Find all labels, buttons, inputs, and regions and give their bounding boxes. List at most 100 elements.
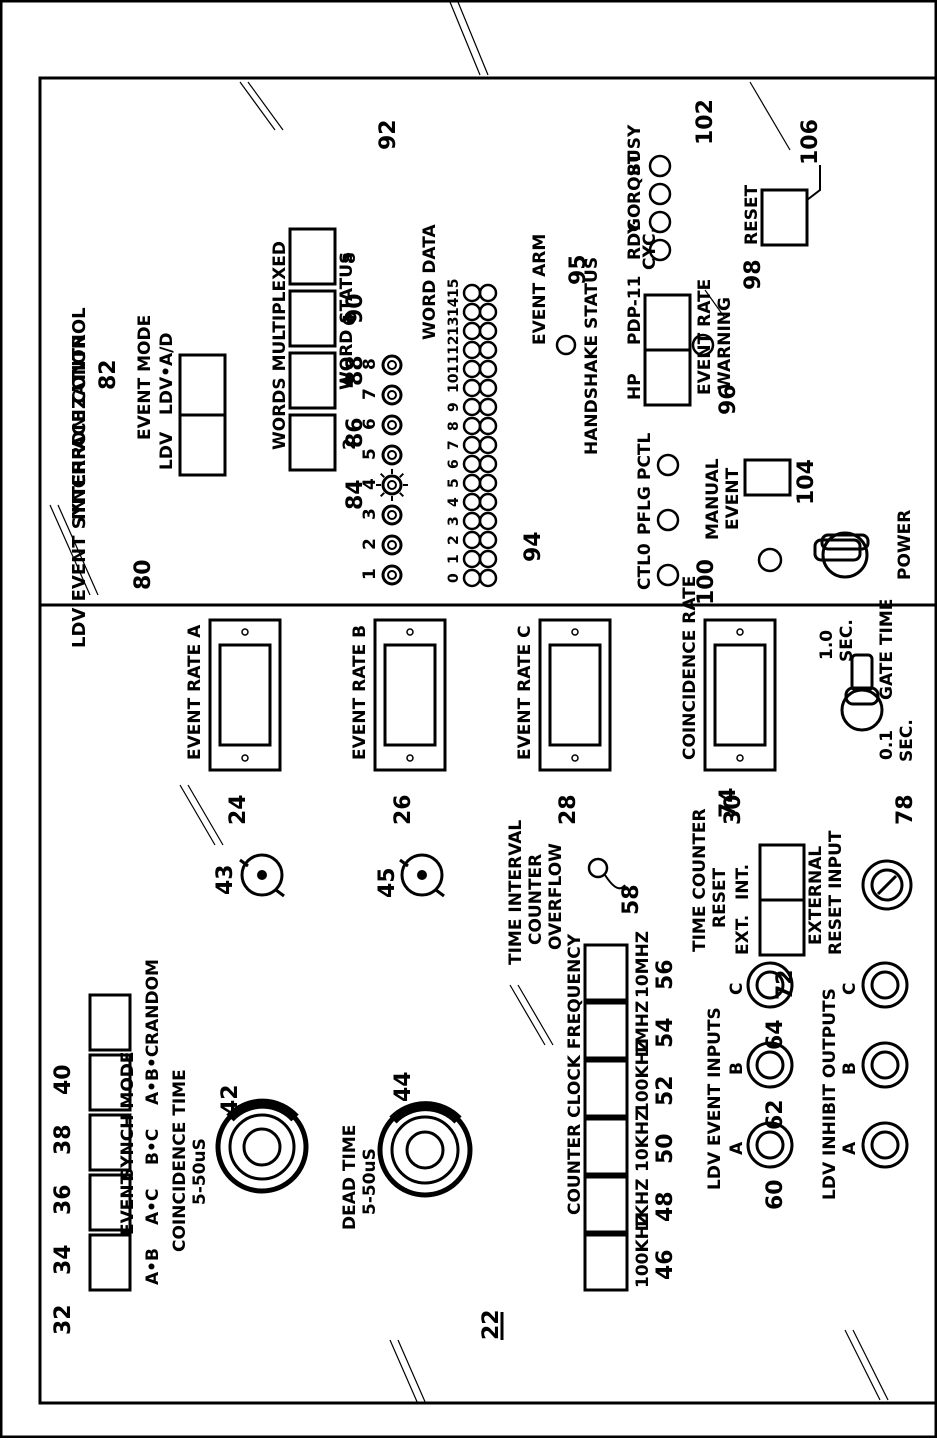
pdp-light xyxy=(648,210,672,234)
power-switch[interactable] xyxy=(813,531,870,579)
event-input-jack[interactable] xyxy=(746,1121,794,1169)
words-ref: 88 xyxy=(343,355,368,386)
int-reset-button[interactable] xyxy=(758,843,806,902)
word-data-light xyxy=(462,321,482,341)
synch-mode-button[interactable] xyxy=(88,993,132,1052)
ref-42: 42 xyxy=(218,1084,243,1115)
words-button[interactable] xyxy=(288,413,337,472)
external-reset-jack[interactable] xyxy=(861,859,913,911)
time-counter-line1: TIME COUNTER xyxy=(690,808,710,952)
overflow-line1: TIME INTERVAL xyxy=(506,820,526,965)
display-label: EVENT RATE C xyxy=(515,625,535,760)
ctl-light xyxy=(656,563,680,587)
synch-mode-button[interactable] xyxy=(88,1053,132,1112)
hp-button[interactable] xyxy=(643,348,692,407)
event-mode-ldv-button[interactable] xyxy=(178,413,227,477)
word-status-number: 4 xyxy=(360,478,380,490)
words-ref: 84 xyxy=(343,479,368,510)
ref-72: 72 xyxy=(773,969,798,1000)
clock-button[interactable] xyxy=(583,1059,629,1118)
time-counter-ext: EXT. xyxy=(733,915,753,955)
ref-78: 78 xyxy=(893,794,918,825)
inhibit-jack[interactable] xyxy=(861,1041,909,1089)
gate-time-toggle[interactable] xyxy=(840,653,884,732)
word-status-light xyxy=(381,534,403,556)
word-data-light xyxy=(478,359,498,379)
clock-button[interactable] xyxy=(583,1233,629,1292)
word-data-light xyxy=(478,511,498,531)
word-data-light xyxy=(478,340,498,360)
pdp-button[interactable] xyxy=(643,293,692,352)
word-data-number: 3 xyxy=(446,516,462,526)
event-input-channel: A xyxy=(727,1141,747,1155)
synch-mode-ref: 36 xyxy=(51,1184,76,1215)
synch-mode-button[interactable] xyxy=(88,1233,132,1292)
event-input-jack[interactable] xyxy=(746,1041,794,1089)
coincidence-knob[interactable] xyxy=(215,1098,309,1194)
word-status-light xyxy=(381,384,403,406)
overflow-line2: COUNTER xyxy=(526,854,546,945)
word-data-number: 0 xyxy=(446,573,462,583)
word-status-label: WORD STATUS xyxy=(337,252,357,390)
lit-ray xyxy=(379,472,385,478)
word-data-light xyxy=(462,302,482,322)
word-status-light-inner xyxy=(387,360,397,370)
words-button[interactable] xyxy=(288,289,337,348)
display-ref: 24 xyxy=(226,794,251,825)
ctl-light xyxy=(656,453,680,477)
display-screw xyxy=(241,754,249,762)
lit-ray xyxy=(379,492,385,498)
clock-button[interactable] xyxy=(583,1117,629,1176)
counter-clock-label: COUNTER CLOCK FREQUENCY xyxy=(565,933,585,1215)
word-data-light xyxy=(462,454,482,474)
inhibit-jack[interactable] xyxy=(861,1121,909,1169)
clock-button-label: 10KHZ xyxy=(633,1109,653,1172)
clock-ref: 52 xyxy=(653,1075,678,1106)
ref-94: 94 xyxy=(521,531,546,562)
display-screw xyxy=(241,628,249,636)
words-button[interactable] xyxy=(288,351,337,410)
figure-number: 22 xyxy=(479,1309,504,1340)
words-button[interactable] xyxy=(288,227,337,286)
words-button-label: 8 xyxy=(340,252,360,264)
dead-time-connector[interactable] xyxy=(399,853,445,898)
ext-reset-button[interactable] xyxy=(758,898,806,957)
word-data-light xyxy=(462,530,482,550)
inhibit-jack[interactable] xyxy=(861,961,909,1009)
synch-mode-ref: 34 xyxy=(51,1244,76,1275)
ref-106: 106 xyxy=(798,119,823,165)
synch-mode-button-label: A•B xyxy=(143,1248,163,1285)
clock-ref: 50 xyxy=(653,1133,678,1164)
synch-mode-button[interactable] xyxy=(88,1113,132,1172)
overflow-line3: OVERFLOW xyxy=(546,843,566,950)
inhibit-channel: C xyxy=(840,983,860,995)
word-data-number: 12 xyxy=(446,336,462,355)
synch-mode-button-label: A•B•C xyxy=(143,1045,163,1105)
synch-mode-button[interactable] xyxy=(88,1173,132,1232)
event-mode-ldv-ad-button[interactable] xyxy=(178,353,227,417)
clock-button[interactable] xyxy=(583,943,629,1002)
inhibit-jack-inner xyxy=(870,1130,900,1160)
ref-82: 82 xyxy=(96,359,121,390)
dead-time-knob[interactable] xyxy=(377,1101,473,1198)
reset-button[interactable] xyxy=(760,188,809,247)
clock-button[interactable] xyxy=(583,1001,629,1060)
event-input-channel: B xyxy=(727,1062,747,1075)
word-data-number: 1 xyxy=(446,554,462,564)
pdp-light xyxy=(648,182,672,206)
coincidence-connector[interactable] xyxy=(239,853,285,898)
dead-time-label: DEAD TIME xyxy=(340,1125,360,1230)
external-reset-line2: RESET INPUT xyxy=(826,830,846,955)
hatch-marks xyxy=(49,1,889,1405)
word-status-light xyxy=(381,444,403,466)
handshake-label: HANDSHAKE STATUS xyxy=(582,257,602,455)
manual-event-button[interactable] xyxy=(743,458,792,497)
word-data-light xyxy=(478,283,498,303)
inhibit-outputs-label: LDV INHIBIT OUTPUTS xyxy=(820,988,840,1200)
word-data-light xyxy=(478,530,498,550)
event-input-jack[interactable] xyxy=(746,961,794,1009)
clock-button[interactable] xyxy=(583,1175,629,1234)
